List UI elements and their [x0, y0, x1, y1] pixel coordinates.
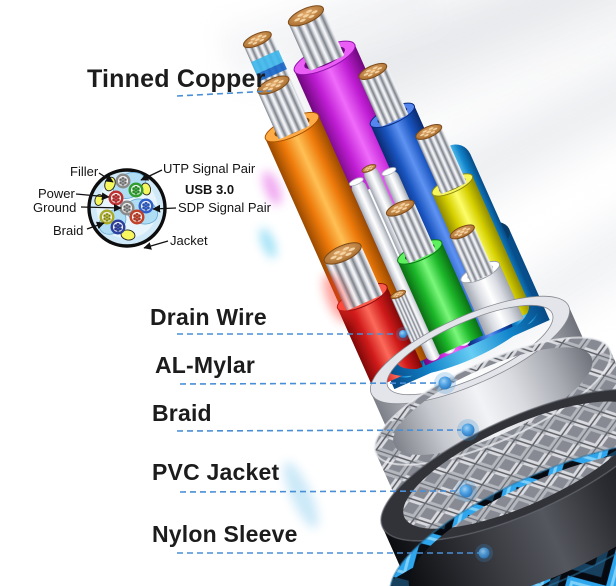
mini-label-utp-signal-pair: UTP Signal Pair: [163, 161, 256, 176]
mini-label-jacket: Jacket: [170, 233, 208, 248]
utp-wire: [115, 173, 131, 189]
leader-al-mylar: [179, 382, 438, 385]
utp-wire: [128, 182, 144, 198]
marker-dot-pvc-jacket: [459, 484, 473, 498]
leader-tinned-copper: [176, 90, 272, 97]
label-nylon-sleeve: Nylon Sleeve: [152, 521, 298, 547]
leader-braid: [176, 429, 462, 432]
mini-label-sdp-signal-pair: SDP Signal Pair: [178, 200, 271, 215]
sdp-wire: [99, 209, 115, 225]
mini-label-power: Power: [38, 186, 75, 201]
mini-label-filler: Filler: [70, 164, 99, 179]
label-al-mylar: AL-Mylar: [155, 352, 256, 378]
marker-dot-al-mylar: [438, 376, 452, 390]
label-braid: Braid: [152, 400, 212, 426]
drain-wire: [390, 289, 428, 348]
sdp-wire: [138, 198, 154, 214]
nylon-sleeve-layer: [389, 440, 616, 586]
filler-blob: [94, 194, 104, 206]
leader-pvc-jacket: [179, 490, 460, 493]
sdp-wire: [110, 219, 126, 235]
power-wire: [108, 190, 124, 206]
diagram-arrows: [75, 169, 177, 250]
marker-dot-nylon-sleeve: [478, 547, 490, 559]
label-tinned-copper: Tinned Copper: [87, 65, 266, 93]
marker-dot-drain-wire: [399, 330, 407, 338]
label-drain-wire: Drain Wire: [150, 304, 267, 330]
usb-cross-section-diagram: [75, 168, 177, 250]
bokeh-glows: [259, 171, 351, 529]
marker-dot-braid: [461, 423, 475, 437]
sdp-wire: [129, 209, 145, 225]
pvc-jacket-layer: [380, 388, 616, 586]
label-pvc-jacket: PVC Jacket: [152, 459, 280, 485]
mini-label-ground: Ground: [33, 200, 77, 215]
mini-label-braid: Braid: [53, 223, 84, 238]
mini-label-usb-version: USB 3.0: [185, 182, 235, 197]
leader-lines: [176, 90, 479, 554]
